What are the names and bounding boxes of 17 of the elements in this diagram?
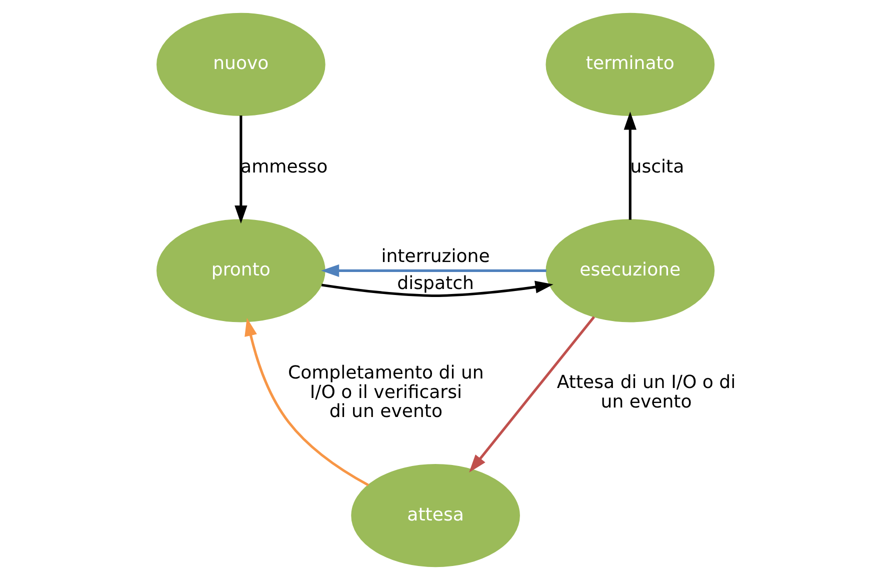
arrow (320, 264, 546, 277)
arrow (320, 280, 553, 298)
edge-label: Attesa di un I/O o di un evento (556, 372, 736, 413)
edge-label: uscita (630, 156, 684, 178)
node-ellipse: esecuzione (545, 219, 714, 322)
node-ellipse: attesa (350, 464, 520, 568)
edge-label: interruzione (380, 246, 490, 267)
edge-label: dispatch (396, 272, 474, 294)
arrow (244, 318, 368, 486)
edge-label: ammesso (240, 156, 328, 178)
node-ellipse: nuovo (156, 12, 325, 116)
edge-label: Completamento di un I/O o il verificarsi di un evento (288, 362, 484, 422)
arrow (623, 112, 636, 220)
node-ellipse: terminato (545, 12, 714, 116)
node-ellipse: pronto (156, 219, 325, 322)
arrow (234, 116, 247, 224)
arrow (468, 316, 595, 473)
